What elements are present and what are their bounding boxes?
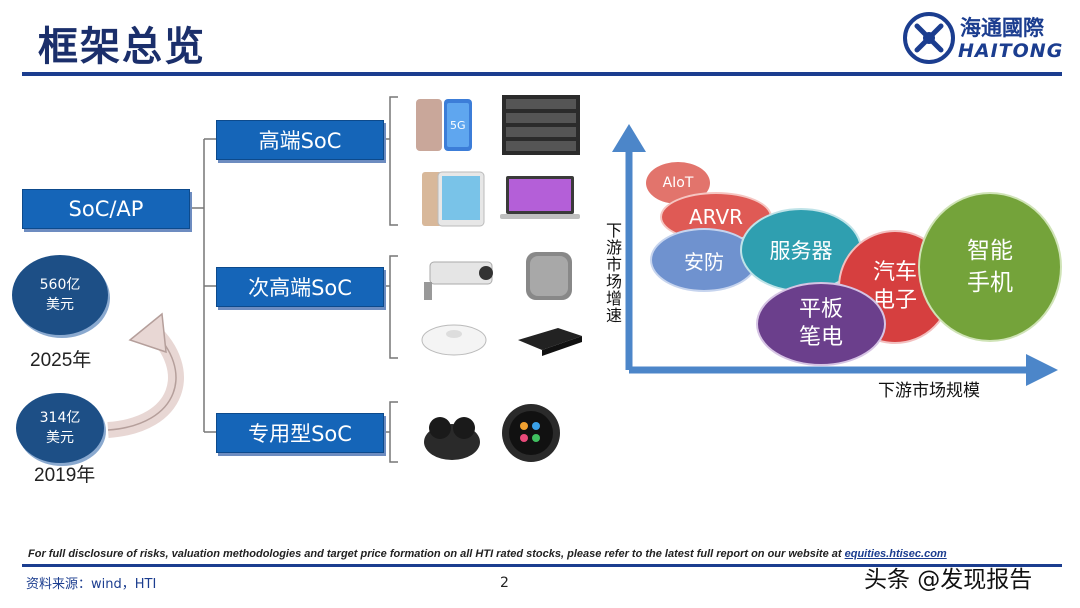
market-2025-circle: 560亿 美元 (12, 255, 108, 335)
bubble-auto-electronics-label: 汽车 电子 (872, 260, 917, 313)
source-note: 资料来源：wind，HTI (26, 577, 157, 592)
bubble-security-label: 安防 (684, 249, 724, 274)
brand-name-cn: 海通國際 (960, 16, 1044, 40)
page-number: 2 (500, 575, 509, 591)
disclaimer-body: For full disclosure of risks, valuation … (28, 548, 845, 560)
brand-name-en: HAITONG (958, 40, 1064, 62)
footer-divider (22, 564, 1062, 567)
tree-connectors (188, 96, 398, 463)
market-2019-value: 314亿 美元 (39, 410, 81, 446)
market-2019-circle: 314亿 美元 (16, 393, 104, 463)
robot-vacuum-icon (421, 324, 487, 356)
bubble-chart-axes (612, 124, 1058, 386)
mini-pc-icon (518, 328, 582, 356)
bubble-smartphone-label: 智能 手机 (967, 238, 1013, 296)
bubble-security: 安防 (650, 228, 758, 292)
title-divider (22, 72, 1062, 76)
security-camera-icon (424, 261, 493, 300)
y-axis-label: 下游市场增速 (606, 221, 623, 325)
haitong-logo-icon (903, 12, 955, 64)
root-box-soc-ap: SoC/AP (22, 189, 190, 229)
svg-text:5G: 5G (450, 119, 466, 132)
bubble-server-label: 服务器 (769, 239, 833, 263)
bubble-smartphone: 智能 手机 (918, 192, 1062, 342)
year-2019-label: 2019年 (34, 465, 96, 486)
branch-box-high-end: 高端SoC (216, 120, 384, 160)
year-2025-label: 2025年 (30, 350, 92, 371)
smartphone-5g-icon: 5G (416, 99, 472, 151)
bubble-aiot-label: AIoT (662, 175, 694, 191)
website-link[interactable]: equities.htisec.com (844, 548, 947, 560)
market-2025-value: 560亿 美元 (39, 277, 81, 313)
tablet-icon (422, 171, 485, 227)
disclaimer-text: For full disclosure of risks, valuation … (28, 548, 947, 560)
page-title: 框架总览 (38, 23, 206, 70)
bubble-tablet-laptop-label: 平板 笔电 (798, 297, 843, 350)
branch-box-special: 专用型SoC (216, 413, 384, 453)
server-rack-icon (502, 95, 580, 155)
bubble-tablet-laptop: 平板 笔电 (756, 282, 886, 366)
branch-box-mid-high: 次高端SoC (216, 267, 384, 307)
smart-speaker-icon (526, 252, 572, 300)
smartwatch-icon (502, 404, 560, 462)
laptop-icon (500, 176, 580, 219)
watermark-text: 头条 @发现报告 (864, 567, 1033, 593)
growth-curve-arrow-icon (107, 312, 184, 438)
x-axis-label: 下游市场规模 (878, 381, 980, 401)
bubble-arvr-label: ARVR (688, 205, 744, 229)
earbuds-icon (424, 417, 480, 460)
